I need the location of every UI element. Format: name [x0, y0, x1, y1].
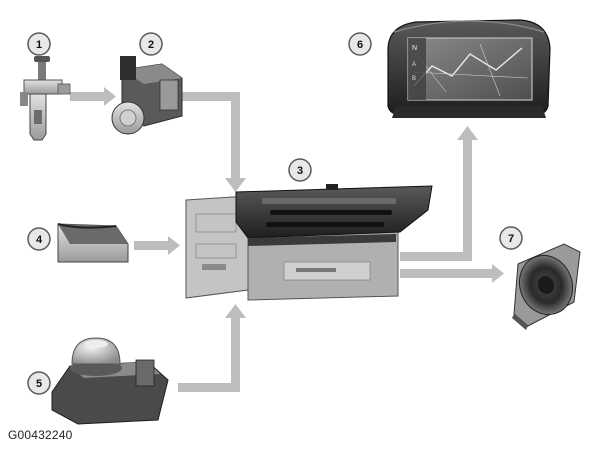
screen-label-top: N	[412, 45, 417, 52]
callout-7-number: 7	[508, 233, 514, 245]
screen-label-side-1: A	[412, 62, 416, 68]
arrow-abs-to-head-unit	[182, 92, 246, 192]
head-unit-component	[185, 184, 433, 301]
figure-id: G00432240	[8, 428, 73, 442]
callout-3-number: 3	[297, 165, 303, 177]
abs-module-component	[111, 56, 183, 135]
arrow-sensor-to-abs	[70, 87, 116, 106]
antenna-component	[57, 223, 129, 263]
callout-4-number: 4	[36, 234, 43, 246]
callout-6: 6	[348, 32, 372, 56]
callout-1-number: 1	[36, 39, 42, 51]
arrow-antenna-to-head-unit	[134, 236, 180, 255]
callout-3: 3	[288, 158, 312, 182]
speaker-component	[512, 243, 581, 330]
arrow-head-unit-to-speaker	[400, 264, 504, 283]
callout-6-number: 6	[357, 39, 363, 51]
speed-sensor-component	[20, 56, 71, 141]
callout-7: 7	[499, 226, 523, 250]
arrow-controller-to-head-unit	[178, 304, 246, 392]
callout-4: 4	[27, 227, 51, 251]
controller-component	[51, 337, 169, 425]
callout-5-number: 5	[36, 378, 42, 390]
callout-1: 1	[27, 32, 51, 56]
screen-label-side-2: B	[412, 76, 416, 82]
callout-5: 5	[27, 371, 51, 395]
navigation-display-component: N A B	[387, 19, 551, 118]
callout-2: 2	[139, 32, 163, 56]
arrow-head-unit-to-display	[400, 126, 478, 261]
callout-2-number: 2	[148, 39, 154, 51]
